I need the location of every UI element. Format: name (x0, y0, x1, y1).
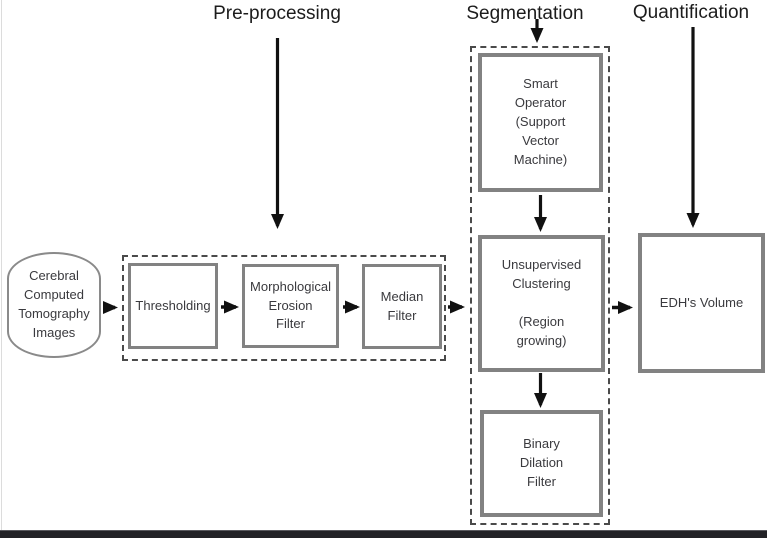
node-unsupervised-clustering: Unsupervised Clustering (Region growing) (478, 235, 605, 372)
node-binary-dilation-filter: Binary Dilation Filter (480, 410, 603, 517)
bottom-window-edge (0, 530, 767, 538)
stage-label-quantification: Quantification (632, 2, 750, 23)
node-median-filter: Median Filter (362, 264, 442, 349)
node-thresholding: Thresholding (128, 263, 218, 349)
node-edh-volume: EDH's Volume (638, 233, 765, 373)
node-morphological-erosion-filter: Morphological Erosion Filter (242, 264, 339, 348)
segmentation-group-frame (470, 46, 610, 525)
stage-label-preprocessing: Pre-processing (213, 3, 341, 24)
node-input-images: Cerebral Computed Tomography Images (7, 252, 101, 358)
page-left-border (1, 0, 2, 530)
stage-label-segmentation: Segmentation (466, 3, 584, 24)
node-smart-operator: Smart Operator (Support Vector Machine) (478, 53, 603, 192)
preprocessing-group-frame (122, 255, 446, 361)
